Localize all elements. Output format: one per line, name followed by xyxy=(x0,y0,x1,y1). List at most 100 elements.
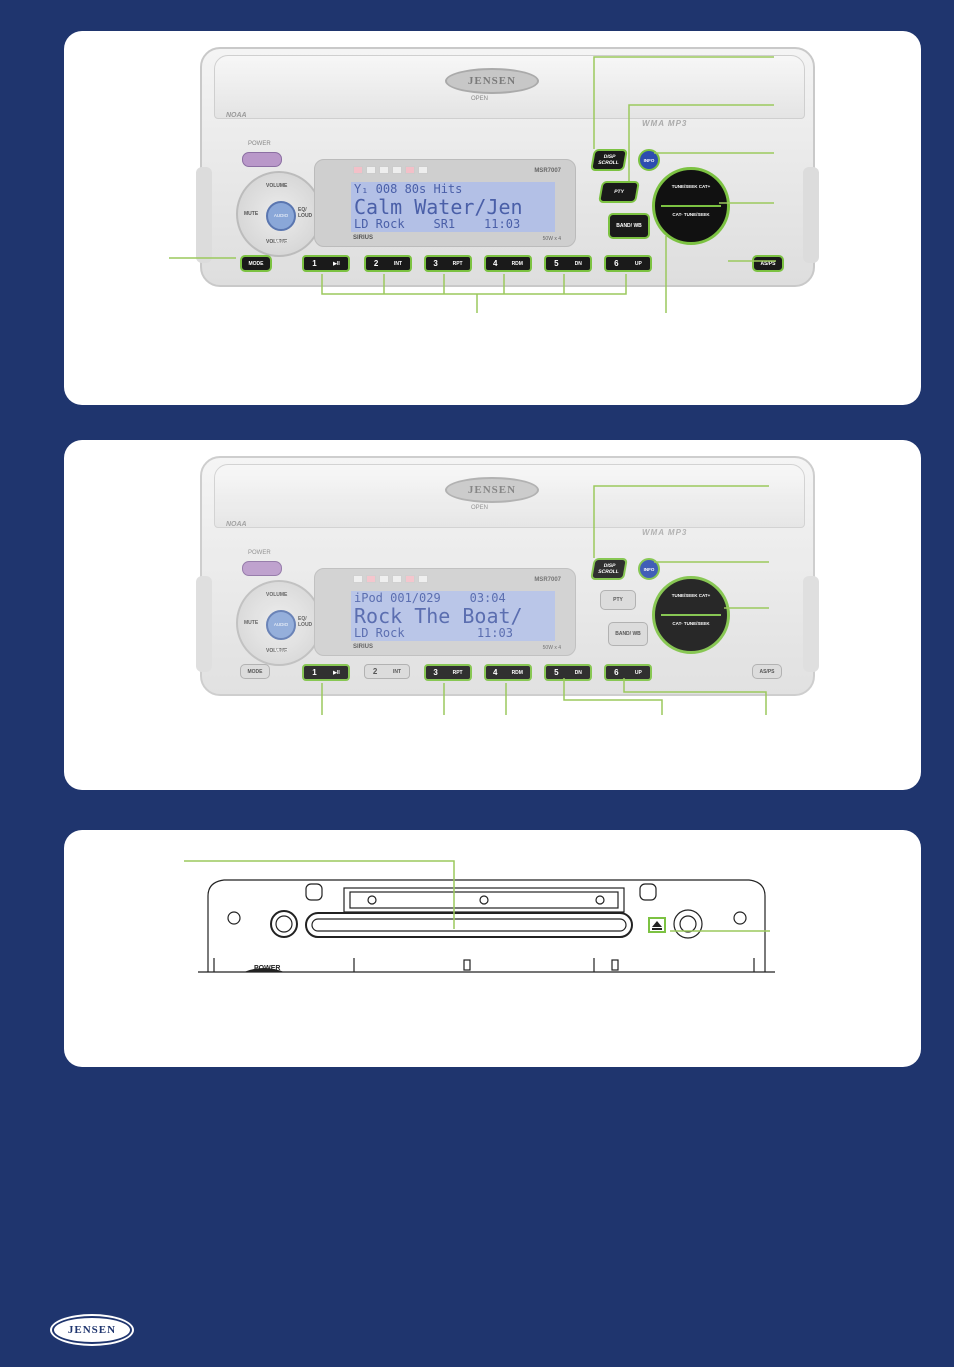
eject-icon-bar xyxy=(652,928,662,930)
watt-label: 50W x 4 xyxy=(543,236,561,242)
format-logo: WMA MP3 xyxy=(642,528,687,537)
power-button[interactable] xyxy=(242,561,282,576)
audio-menu-button[interactable]: AUDIO MENU xyxy=(266,201,296,231)
model-label: MSR7007 xyxy=(534,168,561,174)
tune-seek-knob[interactable]: TUNE/SEEK CAT+ CAT- TUNE/SEEK xyxy=(652,576,730,654)
tune-seek-knob[interactable]: TUNE/SEEK CAT+ CAT- TUNE/SEEK xyxy=(652,167,730,245)
preset-label: DN xyxy=(575,670,582,676)
audio-menu-button[interactable]: AUDIO MENU xyxy=(266,610,296,640)
volume-up-label: VOLUME xyxy=(266,592,287,598)
preset-number: 6 xyxy=(614,259,618,268)
corner-mark xyxy=(306,884,322,900)
led xyxy=(418,166,428,174)
format-logo: WMA MP3 xyxy=(642,119,687,128)
preset-label: UP xyxy=(635,670,642,676)
indicator-leds xyxy=(353,575,428,583)
screw xyxy=(228,912,240,924)
led xyxy=(353,575,363,583)
open-label: OPEN xyxy=(471,96,488,102)
open-label: OPEN xyxy=(471,505,488,511)
lcd-screen: Y₁ 008 80s Hits Calm Water/Jen LD Rock S… xyxy=(351,182,555,232)
disp-scroll-button[interactable]: DISP SCROLL xyxy=(590,558,628,580)
pty-button[interactable]: PTY xyxy=(600,590,636,610)
head-unit-front: JENSEN OPEN NOAA WMA MP3 POWER VOLUME VO… xyxy=(200,456,815,696)
preset-number: 3 xyxy=(433,259,437,268)
led xyxy=(353,166,363,174)
top-cover: JENSEN OPEN xyxy=(214,464,805,528)
panel-disc-slot: POWER xyxy=(64,830,921,1067)
disc-slot-drawing: POWER xyxy=(194,858,779,978)
preset-label: ▶II xyxy=(333,261,340,267)
preset-label: RDM xyxy=(512,261,523,267)
head-unit-front: JENSEN OPEN NOAA WMA MP3 POWER VOLUME VO… xyxy=(200,47,815,287)
tune-up-label: TUNE/SEEK CAT+ xyxy=(655,593,727,598)
power-label: POWER xyxy=(248,141,271,147)
lcd-line-3: LD Rock 11:03 xyxy=(354,627,552,640)
preset-label: RDM xyxy=(512,670,523,676)
preset-number: 2 xyxy=(373,667,377,676)
eq-label: EQ/ LOUD xyxy=(298,616,312,628)
lcd-line-2: Rock The Boat/ xyxy=(354,605,552,627)
power-label: POWER xyxy=(248,550,271,556)
mode-button[interactable]: MODE xyxy=(240,664,270,679)
preset-2-button[interactable]: 2 INT xyxy=(364,255,412,272)
power-button[interactable] xyxy=(242,152,282,167)
preset-number: 4 xyxy=(493,259,497,268)
sirius-logo: SIRIUS xyxy=(353,235,373,241)
preset-4-button[interactable]: 4 RDM xyxy=(484,255,532,272)
tune-down-label: CAT- TUNE/SEEK xyxy=(655,212,727,217)
mode-button[interactable]: MODE xyxy=(240,255,272,272)
led xyxy=(379,166,389,174)
preset-label: INT xyxy=(393,669,401,675)
mute-label: MUTE xyxy=(244,211,258,217)
preset-2-button[interactable]: 2 INT xyxy=(364,664,410,679)
preset-number: 1 xyxy=(312,259,316,268)
band-wb-button[interactable]: BAND/ WB xyxy=(608,622,648,646)
as-ps-button[interactable]: AS/PS xyxy=(752,664,782,679)
left-grip xyxy=(196,167,212,263)
volume-knob[interactable]: VOLUME VOLUME MUTE EQ/ LOUD AUDIO MENU xyxy=(236,171,322,257)
as-ps-button[interactable]: AS/PS xyxy=(752,255,784,272)
led xyxy=(392,166,402,174)
side-knob xyxy=(271,911,297,937)
preset-label: UP xyxy=(635,261,642,267)
right-grip xyxy=(803,576,819,672)
jensen-footer-logo: JENSEN xyxy=(52,1316,132,1344)
preset-1-button[interactable]: 1 ▶II xyxy=(302,255,350,272)
info-button[interactable]: INFO xyxy=(638,558,660,580)
left-grip xyxy=(196,576,212,672)
preset-label: RPT xyxy=(453,261,463,267)
preset-label: INT xyxy=(394,261,402,267)
tuner-divider xyxy=(661,614,721,616)
faceplate: JENSEN OPEN NOAA WMA MP3 POWER VOLUME VO… xyxy=(200,456,815,696)
screw xyxy=(596,896,604,904)
preset-3-button[interactable]: 3 RPT xyxy=(424,255,472,272)
disp-scroll-button[interactable]: DISP SCROLL xyxy=(590,149,628,171)
lcd-line-2: Calm Water/Jen xyxy=(354,196,552,218)
preset-1-button[interactable]: 1▶II xyxy=(302,664,350,681)
indicator-leds xyxy=(353,166,428,174)
sirius-logo: SIRIUS xyxy=(353,644,373,650)
recess-inner xyxy=(350,892,618,908)
pty-button[interactable]: PTY xyxy=(598,181,640,203)
led xyxy=(379,575,389,583)
tuner-divider xyxy=(661,205,721,207)
jensen-logo: JENSEN xyxy=(445,477,539,503)
volume-knob[interactable]: VOLUME VOLUME MUTE EQ/ LOUD AUDIO MENU xyxy=(236,580,322,666)
slot-power-label: POWER xyxy=(254,965,280,972)
info-button[interactable]: INFO xyxy=(638,149,660,171)
tune-up-label: TUNE/SEEK CAT+ xyxy=(655,184,727,189)
watt-label: 50W x 4 xyxy=(543,645,561,651)
latch xyxy=(464,960,470,970)
bottom-ribs xyxy=(214,958,754,972)
preset-6-button[interactable]: 6 UP xyxy=(604,255,652,272)
band-wb-button[interactable]: BAND/ WB xyxy=(608,213,650,239)
led xyxy=(366,166,376,174)
disc-slot-inner xyxy=(312,919,626,931)
preset-number: 2 xyxy=(374,259,378,268)
